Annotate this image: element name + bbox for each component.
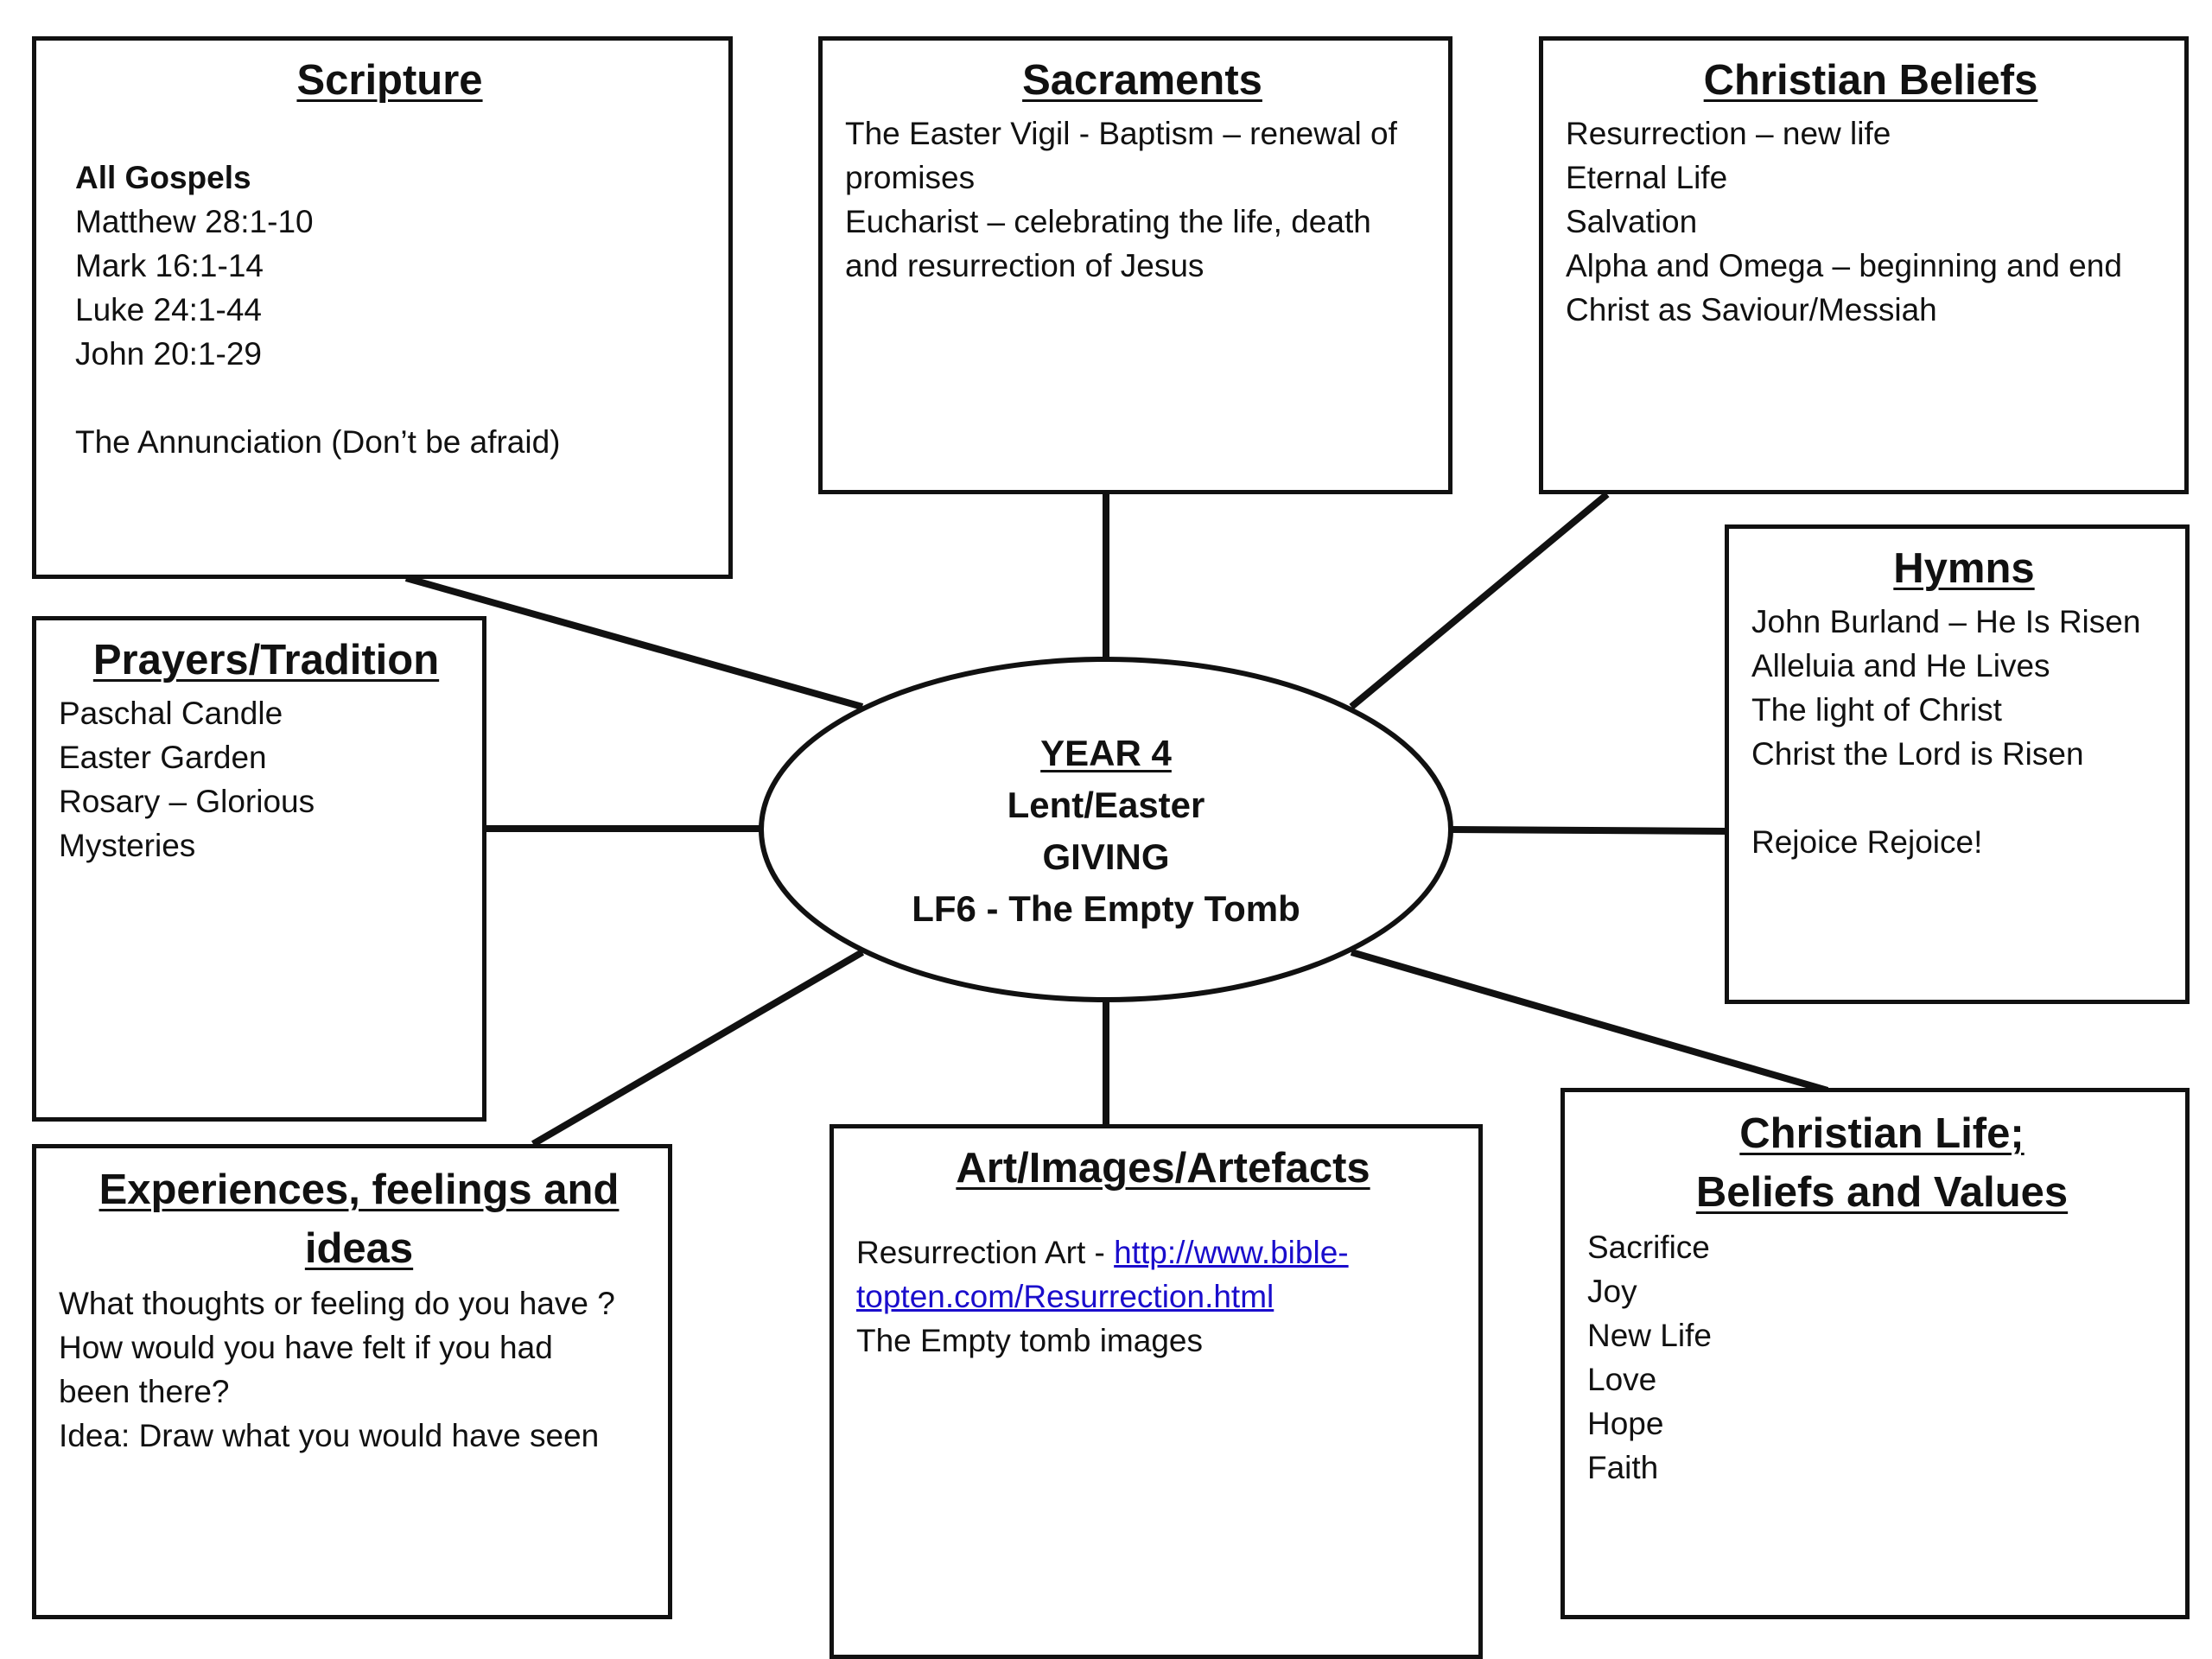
art-extra: The Empty tomb images bbox=[856, 1323, 1203, 1358]
beliefs-item: Eternal Life bbox=[1566, 160, 1728, 195]
sacraments-title: Sacraments bbox=[1022, 57, 1262, 104]
scripture-box: Scripture All Gospels Matthew 28:1-10 Ma… bbox=[32, 36, 733, 579]
art-resurrection-line: Resurrection Art - http://www.bible- bbox=[856, 1230, 1470, 1274]
christian-life-box: Christian Life; Beliefs and Values Sacri… bbox=[1560, 1088, 2190, 1619]
center-topic: YEAR 4 Lent/Easter GIVING LF6 - The Empt… bbox=[769, 728, 1443, 935]
beliefs-item: Salvation bbox=[1566, 204, 1698, 239]
experiences-line: What thoughts or feeling do you have ? bbox=[59, 1286, 615, 1321]
bible-topten-link-part1[interactable]: http://www.bible- bbox=[1114, 1235, 1349, 1270]
christian-life-title: Christian Life; Beliefs and Values bbox=[1587, 1104, 2177, 1222]
sacraments-line: Eucharist – celebrating the life, death bbox=[845, 204, 1371, 239]
prayers-item: Easter Garden bbox=[59, 740, 267, 775]
christian-life-title-line1: Christian Life; bbox=[1739, 1110, 2024, 1157]
scripture-extra: The Annunciation (Don’t be afraid) bbox=[75, 424, 561, 460]
center-year: YEAR 4 bbox=[1040, 733, 1172, 773]
sacraments-box: Sacraments The Easter Vigil - Baptism – … bbox=[818, 36, 1452, 494]
hymns-box: Hymns John Burland – He Is Risen Allelui… bbox=[1725, 524, 2190, 1004]
scripture-item: John 20:1-29 bbox=[75, 336, 263, 372]
bible-topten-link-part2[interactable]: topten.com/Resurrection.html bbox=[856, 1279, 1274, 1314]
center-season: Lent/Easter bbox=[1007, 785, 1205, 825]
connector-life bbox=[1350, 949, 1829, 1094]
christian-beliefs-title: Christian Beliefs bbox=[1703, 57, 2038, 104]
center-unit: LF6 - The Empty Tomb bbox=[912, 888, 1300, 929]
christian-life-title-line2: Beliefs and Values bbox=[1695, 1169, 2069, 1216]
beliefs-item: Resurrection – new life bbox=[1566, 116, 1891, 151]
experiences-box: Experiences, feelings and ideas What tho… bbox=[32, 1144, 672, 1619]
hymns-item: Christ the Lord is Risen bbox=[1751, 736, 2084, 772]
connector-beliefs bbox=[1349, 491, 1610, 710]
connector-hymns bbox=[1450, 826, 1727, 835]
scripture-item: Matthew 28:1-10 bbox=[75, 204, 314, 239]
center-theme: GIVING bbox=[1042, 836, 1170, 877]
prayers-item: Paschal Candle bbox=[59, 696, 283, 731]
center-ellipse bbox=[759, 657, 1453, 1002]
beliefs-item: Alpha and Omega – beginning and end bbox=[1566, 248, 2122, 283]
sacraments-line: and resurrection of Jesus bbox=[845, 248, 1205, 283]
scripture-title: Scripture bbox=[296, 57, 483, 104]
sacraments-line: The Easter Vigil - Baptism – renewal of bbox=[845, 116, 1397, 151]
experiences-line: Idea: Draw what you would have seen bbox=[59, 1418, 600, 1453]
scripture-item: Mark 16:1-14 bbox=[75, 248, 264, 283]
hymns-item: John Burland – He Is Risen bbox=[1751, 604, 2141, 639]
experiences-title: Experiences, feelings and ideas bbox=[99, 1166, 620, 1272]
prayers-tradition-box: Prayers/Tradition Paschal Candle Easter … bbox=[32, 616, 486, 1122]
christian-beliefs-box: Christian Beliefs Resurrection – new lif… bbox=[1539, 36, 2189, 494]
prayers-tradition-title: Prayers/Tradition bbox=[92, 637, 440, 683]
art-prefix: Resurrection Art - bbox=[856, 1235, 1115, 1270]
life-item: Faith bbox=[1587, 1450, 1659, 1485]
experiences-line: been there? bbox=[59, 1374, 230, 1409]
hymns-item: Alleluia and He Lives bbox=[1751, 648, 2050, 683]
prayers-item: Rosary – Glorious bbox=[59, 784, 315, 819]
life-item: Hope bbox=[1587, 1406, 1664, 1441]
scripture-heading: All Gospels bbox=[75, 160, 251, 195]
connector-experiences bbox=[531, 949, 865, 1147]
life-item: Sacrifice bbox=[1587, 1230, 1710, 1265]
life-item: Love bbox=[1587, 1362, 1657, 1397]
life-item: New Life bbox=[1587, 1318, 1712, 1353]
hymns-item: The light of Christ bbox=[1751, 692, 2002, 728]
scripture-item: Luke 24:1-44 bbox=[75, 292, 263, 327]
prayers-item: Mysteries bbox=[59, 828, 196, 863]
sacraments-line: promises bbox=[845, 160, 976, 195]
life-item: Joy bbox=[1587, 1274, 1637, 1309]
hymns-extra: Rejoice Rejoice! bbox=[1751, 824, 1983, 860]
art-images-artefacts-title: Art/Images/Artefacts bbox=[956, 1145, 1370, 1192]
hymns-title: Hymns bbox=[1893, 545, 2035, 592]
beliefs-item: Christ as Saviour/Messiah bbox=[1566, 292, 1937, 327]
connector-scripture bbox=[404, 575, 864, 710]
experiences-line: How would you have felt if you had bbox=[59, 1330, 553, 1365]
art-images-artefacts-box: Art/Images/Artefacts Resurrection Art - … bbox=[830, 1124, 1483, 1659]
